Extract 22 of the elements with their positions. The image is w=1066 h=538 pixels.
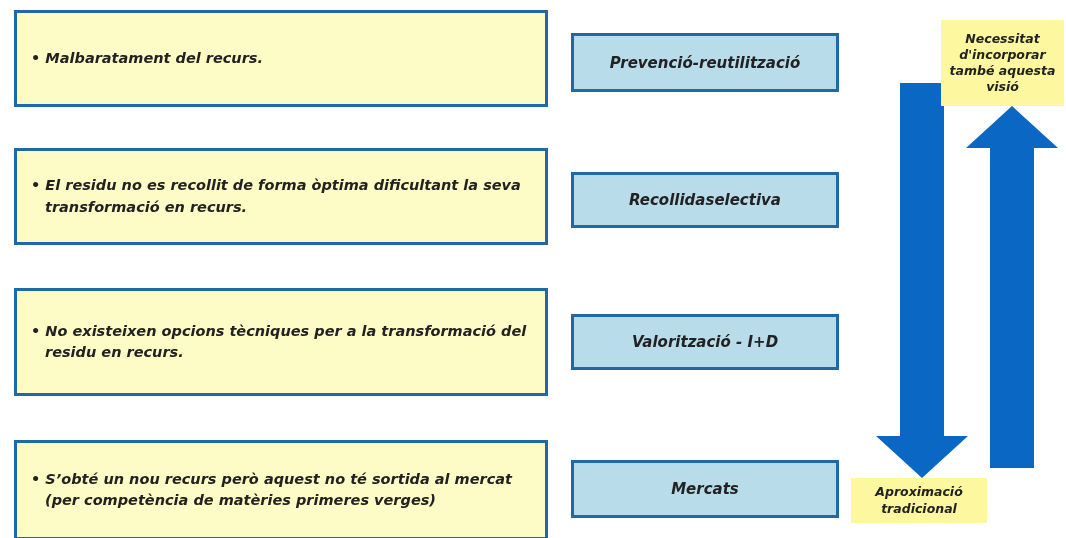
bullet-text: • El residu no es recollit de forma òptima dificultant la seva transformació en recurs. <box>31 176 522 217</box>
block-arrow <box>876 83 968 478</box>
strategy-box <box>571 172 839 228</box>
box-text: Prevenció-reutilització <box>609 53 801 72</box>
box-text: Necessitat d'incorporar també aquesta visió <box>948 30 1057 96</box>
problem-box <box>14 148 548 245</box>
box-text: Aproximació tradicional <box>873 484 964 517</box>
problem-box <box>14 288 548 396</box>
note-box <box>851 478 987 523</box>
strategy-box <box>571 314 839 370</box>
strategy-box <box>571 33 839 92</box>
problem-box <box>14 440 548 538</box>
strategy-box <box>571 460 839 518</box>
bullet-text: • No existeixen opcions tècniques per a la transformació del residu en recurs. <box>31 322 528 362</box>
note-box <box>941 20 1064 106</box>
bullet-text: • Malbaratament del recurs. <box>31 49 263 68</box>
bullet-text: • S’obté un nou recurs però aquest no té sortida al mercat (per competència de matèries primeres verges) <box>31 470 514 510</box>
box-text: Mercats <box>671 480 739 498</box>
box-text: Recollidaselectiva <box>629 191 781 209</box>
block-arrow <box>966 106 1058 468</box>
problem-box <box>14 10 548 107</box>
box-text: Valorització - I+D <box>631 333 779 351</box>
